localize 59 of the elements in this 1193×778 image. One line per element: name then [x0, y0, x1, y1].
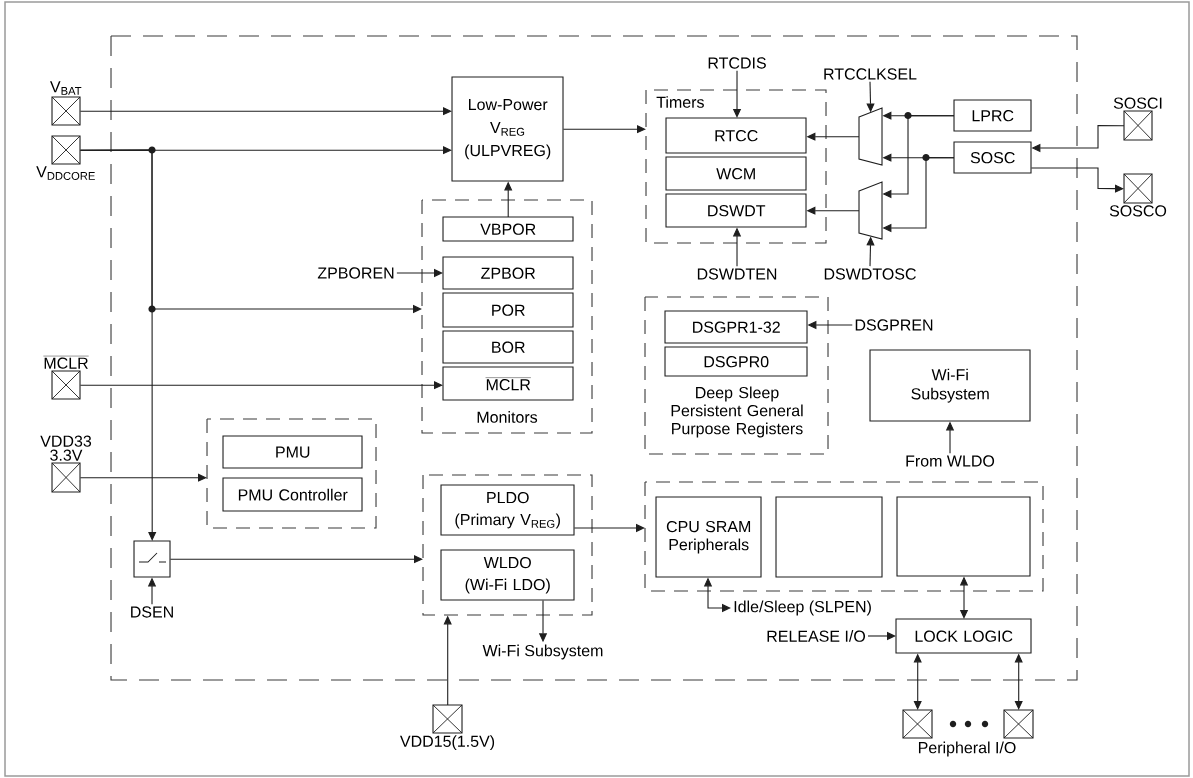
arrow: [562, 125, 646, 134]
block-box: LOCK LOGIC: [895, 618, 1032, 654]
block-box: [896, 496, 1031, 577]
block-box: PMU: [222, 435, 363, 469]
block-box: PLDO (Primary V$_{REG}$): [440, 484, 575, 536]
pin-label: SOSCI: [1113, 97, 1162, 109]
arrow: [79, 107, 452, 116]
pin-label: V$_{DDCORE}$: [36, 166, 95, 180]
signal-label: DSWDTEN: [697, 268, 777, 280]
signal-label: Idle/Sleep (SLPEN): [734, 600, 871, 616]
group-label: Timers: [656, 96, 704, 108]
block-box: WLDO (Wi-Fi LDO): [440, 549, 575, 601]
signal-label: Wi-Fi Subsystem: [482, 644, 603, 660]
block-box: PMU Controller: [222, 477, 363, 512]
signal-label: From WLDO: [906, 455, 995, 467]
block-box: DSWDT: [665, 193, 807, 228]
signal-label: DSWDTOSC: [824, 268, 916, 280]
block-box: LPRC: [953, 99, 1032, 132]
chip-boundary: [110, 35, 1078, 681]
block-box: BOR: [442, 330, 574, 364]
multiplexer: [858, 107, 883, 166]
pin-label: VDD33 3.3V: [40, 435, 92, 461]
block-box: RTCC: [665, 117, 807, 154]
pin-pad: [1003, 709, 1034, 739]
signal-label: RTCDIS: [708, 57, 766, 69]
block-box: CPU SRAM Peripherals: [655, 496, 762, 578]
block-box: SOSC: [953, 141, 1032, 174]
pin-label: Peripheral I/O: [918, 741, 1016, 757]
pin-label: MCLR: [43, 355, 89, 369]
arrow: [79, 473, 207, 482]
signal-label: DSGPREN: [855, 319, 933, 331]
block-box: Wi-Fi Subsystem: [869, 349, 1031, 422]
block-box: WCM: [665, 156, 807, 191]
pin-label: SOSCO: [1109, 205, 1167, 217]
group-frame: [644, 481, 1044, 592]
multiplexer: [858, 181, 883, 240]
pin-label: V$_{BAT}$: [50, 81, 82, 95]
arrow: [1030, 167, 1124, 193]
block-box: VBPOR: [442, 216, 574, 242]
block-box: Low-Power V$_{REG}$ (ULPVREG): [451, 76, 564, 182]
signal-label: ZPBOREN: [317, 267, 394, 279]
group-label: Deep Sleep Persistent General Purpose Registers: [671, 386, 803, 438]
signal-label: RTCCLKSEL: [824, 68, 917, 80]
arrow: [169, 555, 423, 564]
block-box: [775, 496, 883, 578]
group-label: Monitors: [477, 411, 538, 423]
signal-label: DSEN: [131, 606, 173, 618]
signal-label: RELEASE I/O: [767, 630, 866, 642]
arrow: [79, 381, 443, 390]
group-frame: [422, 474, 593, 616]
block-box: DSGPR0: [664, 346, 808, 377]
arrow: [79, 149, 157, 541]
pin-label: VDD15(1.5V): [400, 735, 495, 751]
group-frame: [206, 418, 377, 529]
block-box: DSGPR1-32: [664, 310, 808, 344]
pin-pad: [902, 709, 933, 739]
block-box: ZPBOR: [442, 256, 574, 290]
block-box: POR: [442, 292, 574, 328]
block-box: MCLR: [442, 366, 574, 401]
